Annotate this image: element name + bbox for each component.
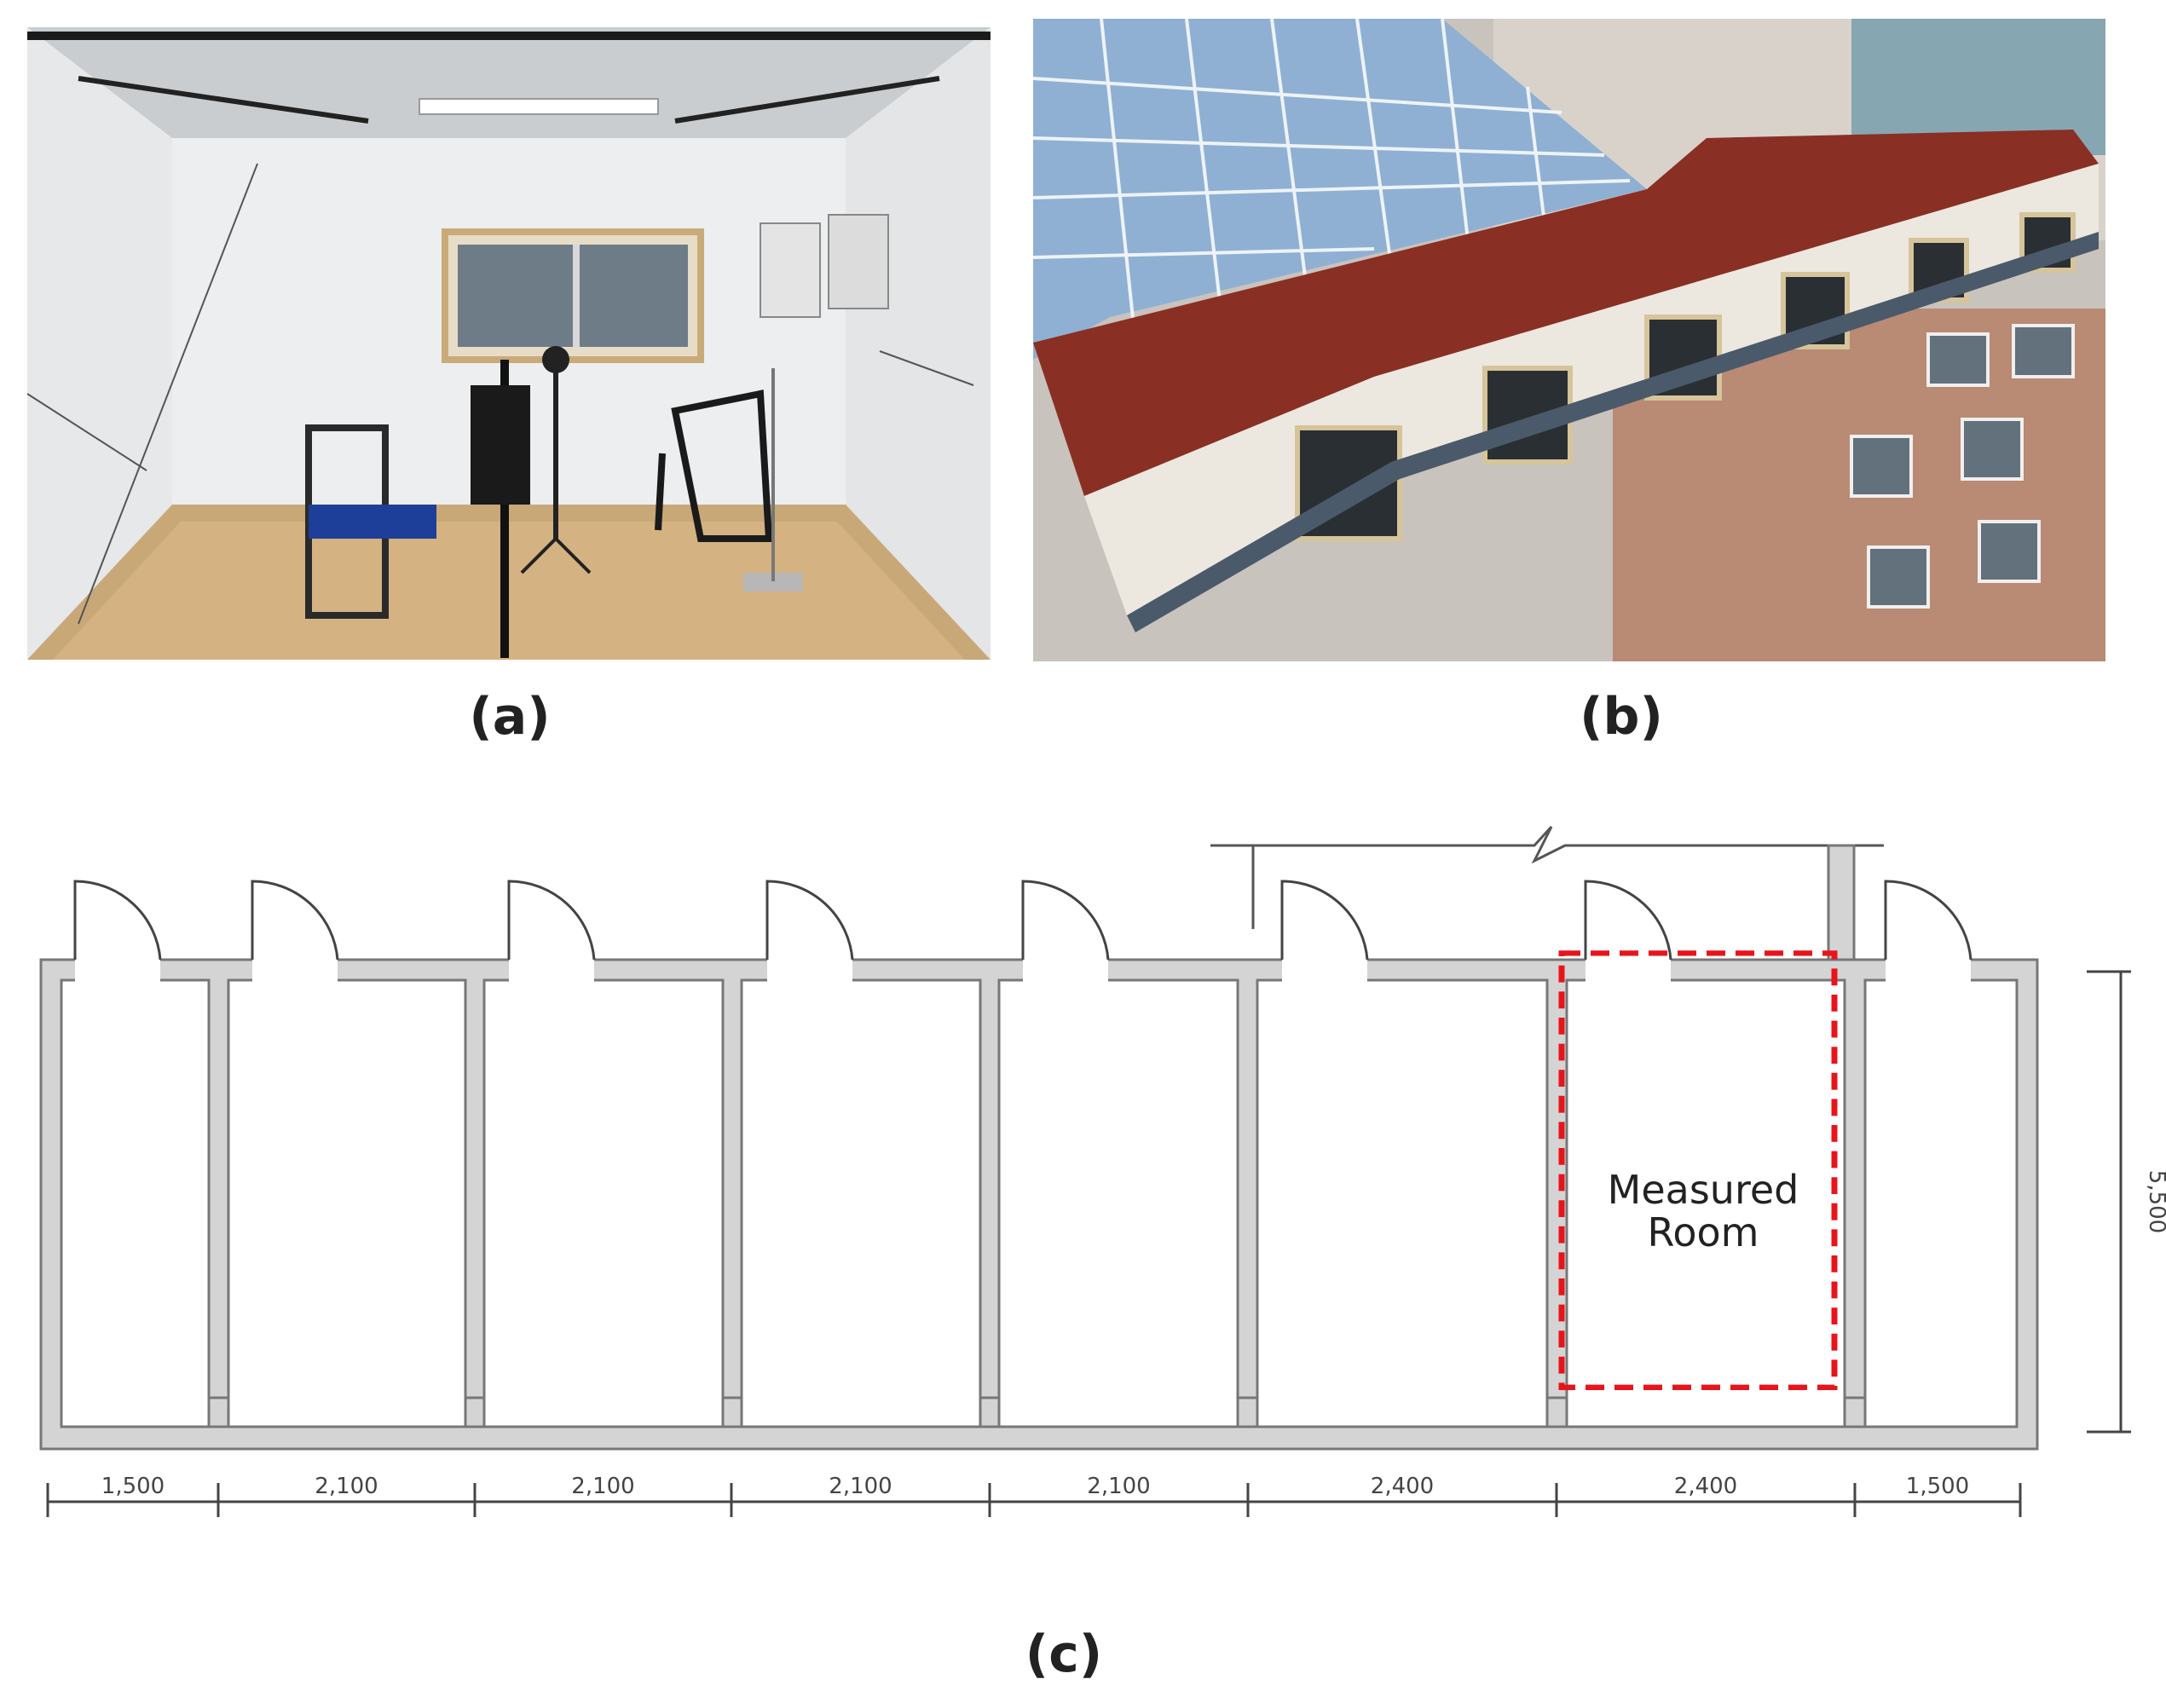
floor-plan-drawing: Measured Room 5,500 1,500 2,100 2,100 2,100… (39, 825, 2166, 1517)
room-4 (740, 978, 982, 1428)
width-dimension-label: 2,100 (315, 1474, 378, 1499)
interior-photo-illustration (27, 27, 991, 660)
width-dimension-label: 2,100 (1087, 1474, 1150, 1499)
door-swing (765, 880, 854, 961)
door-swing (1584, 880, 1672, 961)
measured-room-label-line1: Measured (1608, 1167, 1799, 1213)
door-swing (507, 880, 596, 961)
height-dimension-label: 5,500 (2144, 1170, 2166, 1233)
width-dimension-label: 2,100 (571, 1474, 634, 1499)
room-7 (1565, 978, 1846, 1428)
pilaster (721, 1396, 743, 1428)
caption-c: (c) (1025, 1624, 1103, 1684)
door-opening (767, 956, 852, 982)
corridor-outline (1210, 825, 1884, 864)
width-dimension-label: 1,500 (101, 1474, 165, 1499)
door-swing (1884, 880, 1973, 961)
pilaster (1843, 1396, 1867, 1428)
measured-room-label-line2: Room (1648, 1209, 1759, 1255)
room-3 (482, 978, 725, 1428)
rooftop-render (1033, 19, 2105, 661)
door-opening (252, 956, 338, 982)
door-opening (1023, 956, 1108, 982)
interior-photo (27, 27, 991, 660)
floor-plan: Measured Room 5,500 1,500 2,100 2,100 2,100… (0, 801, 2166, 1619)
rooftop-render-illustration (1033, 19, 2105, 661)
room-5 (997, 978, 1239, 1428)
caption-a: (a) (469, 687, 551, 747)
pilaster (1545, 1396, 1568, 1428)
room-1 (60, 978, 211, 1428)
door-swing (1021, 880, 1110, 961)
door-swing (1280, 880, 1369, 961)
width-dimension-label: 2,100 (829, 1474, 892, 1499)
caption-b: (b) (1580, 687, 1663, 747)
corridor-column (1827, 844, 1856, 965)
pilaster (207, 1396, 230, 1428)
width-dimension-label: 1,500 (1906, 1474, 1969, 1499)
pilaster (464, 1396, 486, 1428)
room-8 (1863, 978, 2019, 1428)
door-opening (75, 956, 160, 982)
pilaster (979, 1396, 1001, 1428)
room-2 (227, 978, 467, 1428)
door-opening (1586, 956, 1671, 982)
door-opening (509, 956, 594, 982)
room-6 (1256, 978, 1549, 1428)
door-swing (73, 880, 162, 961)
door-swing (251, 880, 339, 961)
width-dimension-label: 2,400 (1674, 1474, 1737, 1499)
door-opening (1886, 956, 1971, 982)
door-opening (1282, 956, 1367, 982)
width-dimension-line (46, 1483, 2022, 1517)
width-dimension-label: 2,400 (1371, 1474, 1434, 1499)
height-dimension-line (2087, 970, 2131, 1434)
pilaster (1236, 1396, 1259, 1428)
